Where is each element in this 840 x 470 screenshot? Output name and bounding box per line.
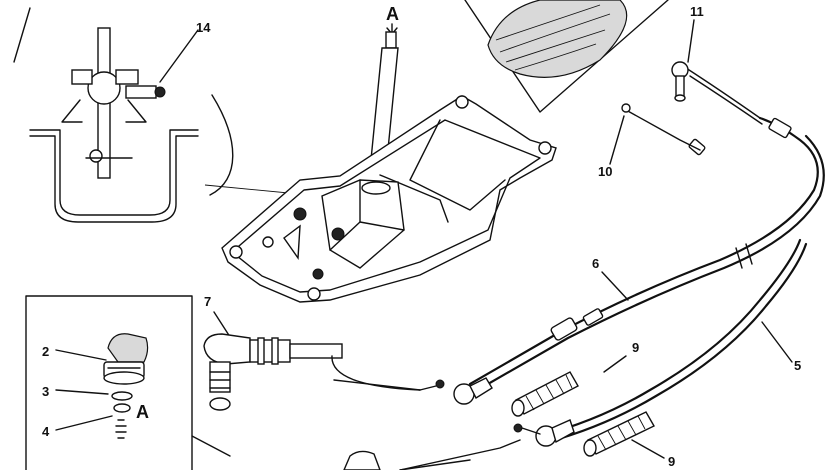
callout-11: 11: [690, 4, 704, 19]
callout-4: 4: [42, 424, 50, 439]
callout-2: 2: [42, 344, 49, 359]
callout-6: 6: [592, 256, 599, 271]
callout-9-upper: 9: [632, 340, 639, 355]
arrow-a-label-inset: A: [136, 402, 149, 422]
callout-10: 10: [598, 164, 612, 179]
callout-14: 14: [196, 20, 211, 35]
callout-7: 7: [204, 294, 211, 309]
gear-cables: 11 10 6 5: [435, 4, 825, 447]
gaiter-boot-inset: [464, 0, 669, 113]
part-9-cable-boots: 9 9: [511, 340, 675, 469]
part-7-ball-joint: 7: [203, 294, 437, 411]
detail-14-cross-section: 14: [13, 7, 321, 223]
bottom-connector: [343, 439, 521, 470]
callout-9-lower: 9: [668, 454, 675, 469]
shift-lever-assembly: A: [221, 4, 557, 303]
callout-5: 5: [794, 358, 801, 373]
detail-box-2-3-4: 2 3 4 A: [25, 295, 231, 470]
callout-3: 3: [42, 384, 49, 399]
arrow-a-label-top: A: [386, 4, 399, 24]
